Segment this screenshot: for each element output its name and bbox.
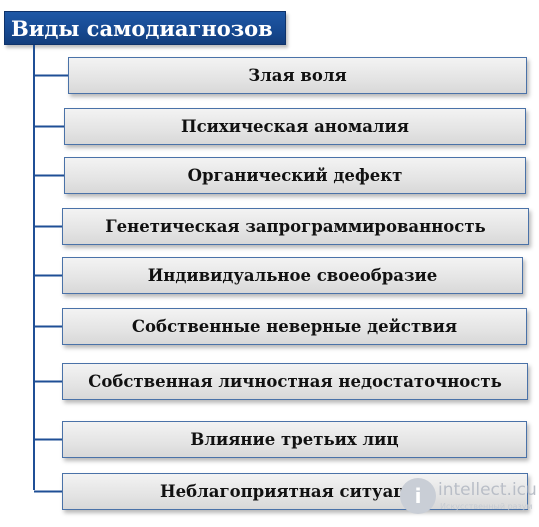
box-organic-defect: Органический дефект <box>64 157 526 194</box>
box-individual-uniqueness: Индивидуальное своеобразие <box>62 257 523 294</box>
box-label: Индивидуальное своеобразие <box>147 266 438 285</box>
watermark-logo-icon: i <box>400 478 436 514</box>
box-label: Генетическая запрограммированность <box>105 217 486 236</box>
box-label: Влияние третьих лиц <box>190 430 399 449</box>
box-label: Злая воля <box>248 66 347 85</box>
box-label: Органический дефект <box>187 166 403 185</box>
box-label: Неблагоприятная ситуация <box>160 482 430 501</box>
box-label: Психическая аномалия <box>181 117 409 136</box>
box-label: Собственная личностная недостаточность <box>88 372 502 391</box>
box-mental-anomaly: Психическая аномалия <box>64 108 526 145</box>
box-evil-will: Злая воля <box>68 57 527 94</box>
box-third-party-influence: Влияние третьих лиц <box>62 421 527 458</box>
diagram-title-text: Виды самодиагнозов <box>11 15 273 41</box>
box-label: Собственные неверные действия <box>131 317 458 336</box>
watermark: i intellect.icu Искусственный разум <box>400 478 539 522</box>
box-personal-deficiency: Собственная личностная недостаточность <box>62 363 528 400</box>
box-own-wrong-actions: Собственные неверные действия <box>62 308 527 345</box>
box-unfavorable-situation: Неблагоприятная ситуация <box>62 473 528 510</box>
box-genetic-programming: Генетическая запрограммированность <box>62 208 529 245</box>
watermark-text: intellect.icu <box>438 480 537 500</box>
watermark-subtext: Искусственный разум <box>440 502 533 511</box>
diagram-title: Виды самодиагнозов <box>4 11 286 45</box>
